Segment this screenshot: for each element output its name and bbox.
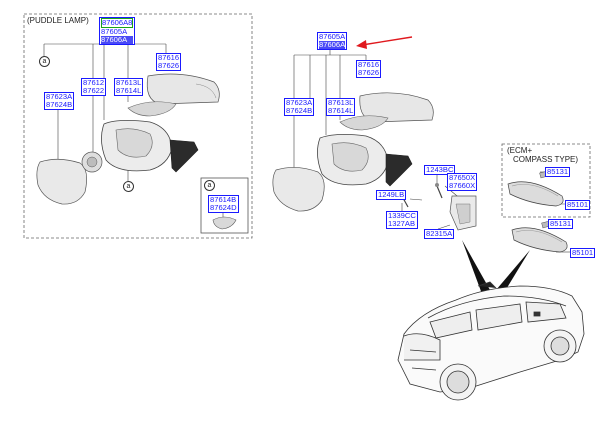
puddle-cover-label[interactable]: 87616 87626 xyxy=(156,53,182,71)
std-cap-code-2: 87660X xyxy=(449,181,476,190)
puddle-cover-code-1: 87616 xyxy=(158,53,180,62)
puddle-glass-code-1: 87623A xyxy=(46,92,73,101)
inset-code-1: 87614B xyxy=(210,195,237,204)
inset-label[interactable]: 87614B 87624D xyxy=(208,195,239,213)
ecm-cover-code-b: 85131 xyxy=(550,219,572,228)
vehicle-drawing xyxy=(397,281,585,401)
std-screw-code: 1249LB xyxy=(378,190,405,199)
puddle-group-frame xyxy=(23,13,253,239)
ecm-cover-code-a: 85131 xyxy=(547,167,569,176)
std-screw-label[interactable]: 1249LB xyxy=(376,190,407,200)
ecm-caption-line-2: COMPASS TYPE) xyxy=(513,155,579,164)
std-repeater-code-2: 87614L xyxy=(328,106,354,115)
puddle-lamp-code-1: 87612 xyxy=(83,78,105,87)
ecm-cover-label-a[interactable]: 85131 xyxy=(545,167,571,177)
ref-a-marker-top: a xyxy=(39,56,50,67)
std-cover-label[interactable]: 87616 87626 xyxy=(356,60,382,78)
puddle-lamp-label[interactable]: 87612 87622 xyxy=(81,78,107,96)
std-glass-code-1: 87623A xyxy=(286,98,313,107)
std-glass-label[interactable]: 87623A 87624B xyxy=(284,98,315,116)
ecm-mirror-code-b: 85101 xyxy=(572,248,594,257)
std-repeater-part xyxy=(339,115,389,131)
std-bolt-label[interactable]: 1243BC xyxy=(424,165,456,175)
puddle-mirror-housing xyxy=(101,120,199,173)
puddle-repeater-label[interactable]: 87613L 87614L xyxy=(114,78,144,96)
puddle-cover-code-2: 87626 xyxy=(158,61,180,70)
std-assy-code-2: 87606A xyxy=(319,40,346,49)
puddle-glass-code-2: 87624B xyxy=(46,100,73,109)
puddle-repeater-part xyxy=(127,101,177,117)
std-cap-part xyxy=(449,195,477,231)
std-glass-code-2: 87624B xyxy=(286,106,313,115)
inset-code-2: 87624D xyxy=(210,203,237,212)
ecm-group-caption: (ECM+ COMPASS TYPE) xyxy=(507,146,578,164)
puddle-assy-label[interactable]: 87606A8 87605A 87606A xyxy=(99,17,136,45)
red-arrow xyxy=(356,36,413,49)
puddle-lamp-part xyxy=(81,151,103,173)
inset-part xyxy=(212,216,237,230)
puddle-repeater-code-1: 87613L xyxy=(116,78,142,87)
ecm-group-frame xyxy=(501,143,591,218)
inset-frame xyxy=(200,177,249,234)
puddle-assy-code-2: 87605A xyxy=(101,27,128,36)
puddle-assy-code-1: 87606A8 xyxy=(101,18,134,28)
puddle-cover-part xyxy=(146,73,220,105)
puddle-repeater-code-2: 87614L xyxy=(116,86,142,95)
std-cover-code-2: 87626 xyxy=(358,68,380,77)
std-repeater-code-1: 87613L xyxy=(328,98,354,107)
puddle-assy-code-3: 87606A xyxy=(101,36,134,44)
std-clip-code-2: 1327AB xyxy=(388,219,416,228)
puddle-group-caption: (PUDDLE LAMP) xyxy=(27,16,89,25)
std-cover-part xyxy=(359,92,434,123)
ecm-caption-line-1: (ECM+ xyxy=(507,146,533,155)
std-bolt-code: 1243BC xyxy=(426,165,454,174)
std-repeater-label[interactable]: 87613L 87614L xyxy=(326,98,356,116)
std-mirror-glass xyxy=(272,167,325,212)
std-clip-label[interactable]: 1339CC 1327AB xyxy=(386,211,418,229)
puddle-mirror-glass xyxy=(36,158,87,205)
puddle-glass-label[interactable]: 87623A 87624B xyxy=(44,92,75,110)
std-bracket-label[interactable]: 82315A xyxy=(424,229,455,239)
std-assy-code-1: 87605A xyxy=(319,32,346,41)
ecm-cover-label-b[interactable]: 85131 xyxy=(548,219,574,229)
std-cap-code-1: 87650X xyxy=(449,173,476,182)
std-mirror-housing xyxy=(317,134,413,187)
std-cover-code-1: 87616 xyxy=(358,60,380,69)
std-cap-label[interactable]: 87650X 87660X xyxy=(447,173,478,191)
ref-a-marker-inset: a xyxy=(204,180,215,191)
std-bolt-part xyxy=(435,183,443,199)
callout-pointer-left xyxy=(462,240,490,294)
ecm-mirror-code-a: 85101 xyxy=(567,200,589,209)
ecm-mirror-label-a[interactable]: 85101 xyxy=(565,200,591,210)
std-assy-label[interactable]: 87605A 87606A xyxy=(317,32,348,50)
ref-a-marker-bottom: a xyxy=(123,181,134,192)
std-bracket-code: 82315A xyxy=(426,229,453,238)
std-clip-code-1: 1339CC xyxy=(388,211,416,220)
rear-mirror-part xyxy=(511,220,568,253)
ecm-mirror-label-b[interactable]: 85101 xyxy=(570,248,596,258)
puddle-lamp-code-2: 87622 xyxy=(83,86,105,95)
callout-pointer-right xyxy=(496,250,530,296)
